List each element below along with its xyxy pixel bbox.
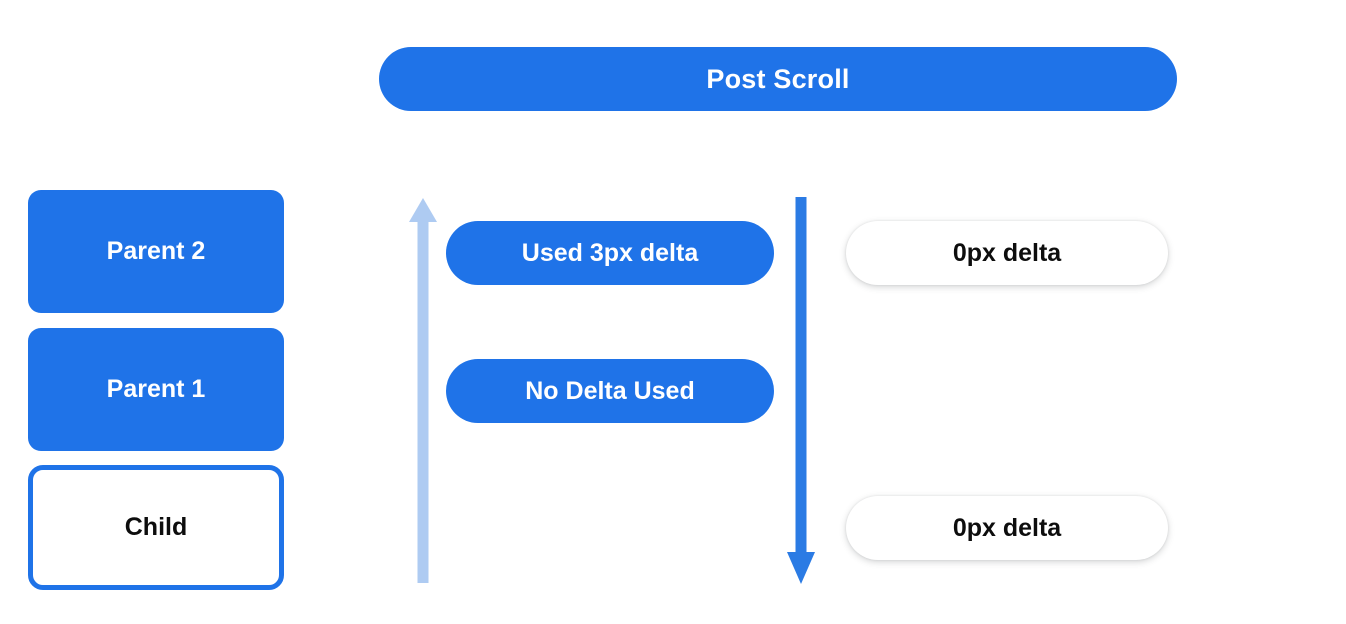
pill-zero-delta-top-label: 0px delta: [952, 238, 1062, 267]
arrow-up-icon: [409, 198, 437, 583]
node-box-parent-1: Parent 1: [28, 328, 284, 451]
pill-no-delta: No Delta Used: [446, 359, 774, 423]
pill-zero-delta-top: 0px delta: [846, 221, 1168, 285]
pill-no-delta-label: No Delta Used: [525, 376, 695, 405]
node-label-child: Child: [124, 513, 188, 541]
pill-used-delta-label: Used 3px delta: [521, 238, 699, 267]
pill-zero-delta-bottom-label: 0px delta: [952, 513, 1062, 542]
pill-zero-delta-bottom: 0px delta: [846, 496, 1168, 560]
node-label-parent-1: Parent 1: [106, 375, 206, 403]
node-box-parent-2: Parent 2: [28, 190, 284, 313]
arrow-down-icon: [787, 197, 815, 584]
diagram-title-pill: Post Scroll: [379, 47, 1177, 111]
node-box-child: Child: [28, 465, 284, 590]
node-label-parent-2: Parent 2: [106, 237, 206, 265]
pill-used-delta: Used 3px delta: [446, 221, 774, 285]
page-title: Post Scroll: [706, 63, 850, 94]
